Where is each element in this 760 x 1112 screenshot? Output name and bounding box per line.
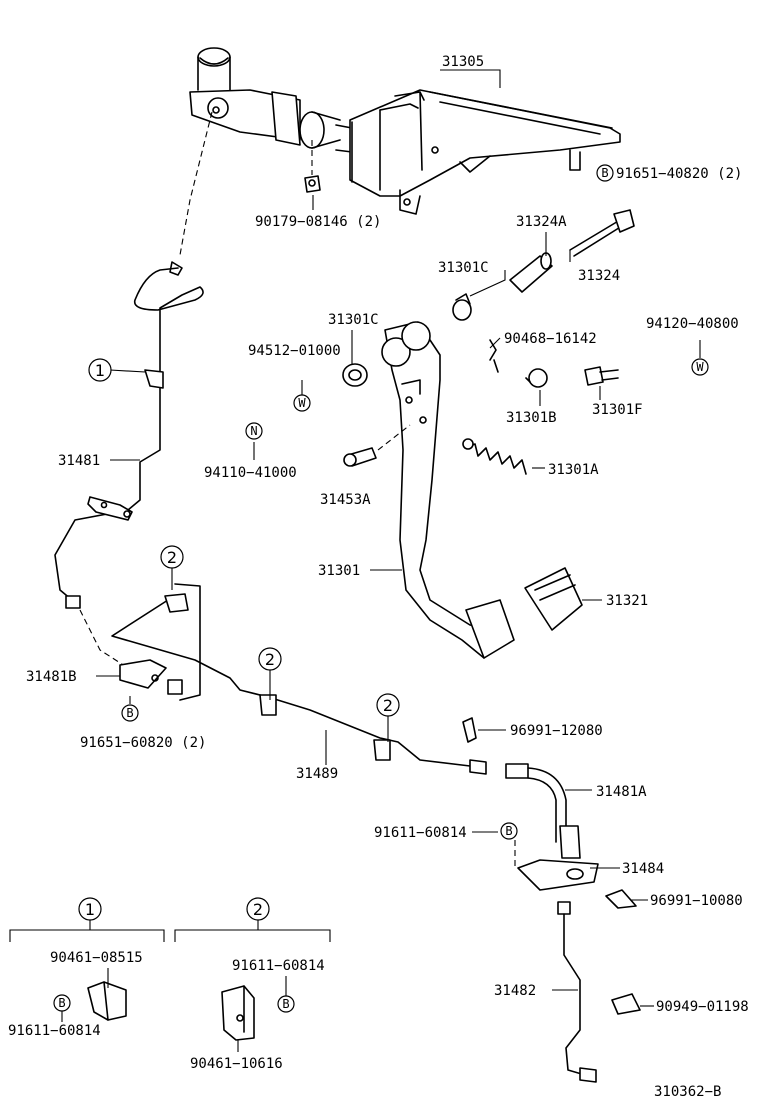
marker-n-text: N	[250, 424, 257, 438]
flex-hose-31481A	[505, 763, 581, 859]
label-96991-12080: 96991−12080	[510, 723, 603, 739]
label-31301F: 31301F	[592, 402, 643, 418]
stopper-31301B	[525, 368, 548, 388]
bracket-lower-31481	[87, 496, 133, 521]
label-96991-10080: 96991−10080	[650, 893, 743, 909]
callout-2-middle: 2	[258, 647, 282, 671]
callout-number: 2	[383, 696, 393, 715]
label-31481A: 31481A	[596, 784, 647, 800]
leader-lines	[61, 69, 701, 1052]
callout-2-upper: 2	[160, 545, 184, 569]
tube-31482	[557, 901, 597, 1083]
label-31453A: 31453A	[320, 492, 371, 508]
detail-2-bracket	[174, 918, 331, 942]
callout-1-detail: 1	[78, 897, 102, 921]
marker-b-91611-b: B	[53, 994, 71, 1012]
label-31481B: 31481B	[26, 669, 77, 685]
bolt-31324	[569, 209, 635, 257]
pedal-pad-31321	[524, 567, 583, 631]
callout-2-detail: 2	[246, 897, 270, 921]
bracket-31481B	[119, 659, 167, 689]
clip-96991-10080	[605, 889, 637, 909]
label-94110-41000: 94110−41000	[204, 465, 297, 481]
label-31481: 31481	[58, 453, 100, 469]
callout-number: 2	[265, 650, 275, 669]
label-31321: 31321	[606, 593, 648, 609]
label-31301C-lower: 31301C	[328, 312, 379, 328]
spring-31301A	[462, 438, 527, 475]
clip-2-b	[373, 739, 391, 761]
label-90461-10616: 90461−10616	[190, 1056, 283, 1072]
clip-96991-12080	[462, 717, 477, 743]
label-90949-01198: 90949−01198	[656, 999, 749, 1015]
clip-2-a	[259, 694, 277, 716]
bushing-31301C-lower	[342, 363, 368, 387]
marker-b-91611-c: B	[277, 995, 295, 1013]
bracket-31484	[517, 859, 599, 891]
clutch-pedal-31301	[381, 321, 515, 659]
pedal-bracket-31305	[349, 89, 621, 215]
callout-1-tube: 1	[88, 358, 112, 382]
marker-n-94110: N	[245, 422, 263, 440]
marker-w-94512: W	[293, 394, 311, 412]
label-91651-60820: 91651−60820 (2)	[80, 735, 206, 751]
collar-31324A	[509, 252, 553, 293]
bolt-90179-08146	[304, 175, 321, 193]
callout-2-right: 2	[376, 693, 400, 717]
tube-dash-upper	[179, 111, 213, 256]
drawing-code: 310362−B	[654, 1084, 721, 1100]
label-90179-08146: 90179−08146 (2)	[255, 214, 381, 230]
label-90468-16142: 90468−16142	[504, 331, 597, 347]
pin-31453A	[343, 447, 377, 467]
label-31324: 31324	[578, 268, 620, 284]
callout-number: 1	[95, 361, 105, 380]
label-94512-01000: 94512−01000	[248, 343, 341, 359]
marker-w-text: W	[298, 396, 306, 410]
marker-b-text: B	[601, 166, 608, 180]
label-90461-08515: 90461−08515	[50, 950, 143, 966]
tube-31489	[111, 583, 481, 769]
marker-w-94120: W	[691, 358, 709, 376]
tube-31481	[54, 267, 204, 601]
label-91611-60814-detail2: 91611−60814	[232, 958, 325, 974]
clamp-90461-10616	[221, 985, 255, 1041]
clip-1-upper	[144, 369, 164, 389]
bushing-31301C-upper	[452, 293, 472, 321]
label-31489: 31489	[296, 766, 338, 782]
label-94120-40800: 94120−40800	[646, 316, 739, 332]
part-labels: 31305 91651−40820 (2) 90179−08146 (2) 31…	[8, 54, 749, 1100]
clip-90949-01198	[611, 993, 641, 1015]
label-31305: 31305	[442, 54, 484, 70]
label-31301B: 31301B	[506, 410, 557, 426]
label-31482: 31482	[494, 983, 536, 999]
label-31324A: 31324A	[516, 214, 567, 230]
marker-w-text: W	[696, 360, 704, 374]
bolt-31301F	[584, 366, 619, 386]
label-91611-60814-detail1: 91611−60814	[8, 1023, 101, 1039]
marker-b-91651-60820: B	[121, 704, 139, 722]
marker-b-91651-40820: B	[596, 164, 614, 182]
label-31484: 31484	[622, 861, 664, 877]
callout-number: 2	[253, 900, 263, 919]
marker-b-text: B	[126, 706, 133, 720]
tube-dash-lower	[79, 609, 129, 669]
clamp-90461-08515	[87, 981, 127, 1021]
marker-b-91611-a: B	[500, 822, 518, 840]
clutch-master-cylinder	[189, 47, 353, 153]
callout-number: 1	[85, 900, 95, 919]
marker-b-text: B	[505, 824, 512, 838]
detail-1-bracket	[9, 918, 165, 942]
clip-90468-16142	[489, 339, 499, 373]
marker-b-text: B	[58, 996, 65, 1010]
label-31301C-upper: 31301C	[438, 260, 489, 276]
label-91611-60814-main: 91611−60814	[374, 825, 467, 841]
pin-dash	[377, 424, 411, 451]
label-31301A: 31301A	[548, 462, 599, 478]
callout-number: 2	[167, 548, 177, 567]
marker-b-text: B	[282, 997, 289, 1011]
label-91651-40820: 91651−40820 (2)	[616, 166, 742, 182]
label-31301: 31301	[318, 563, 360, 579]
